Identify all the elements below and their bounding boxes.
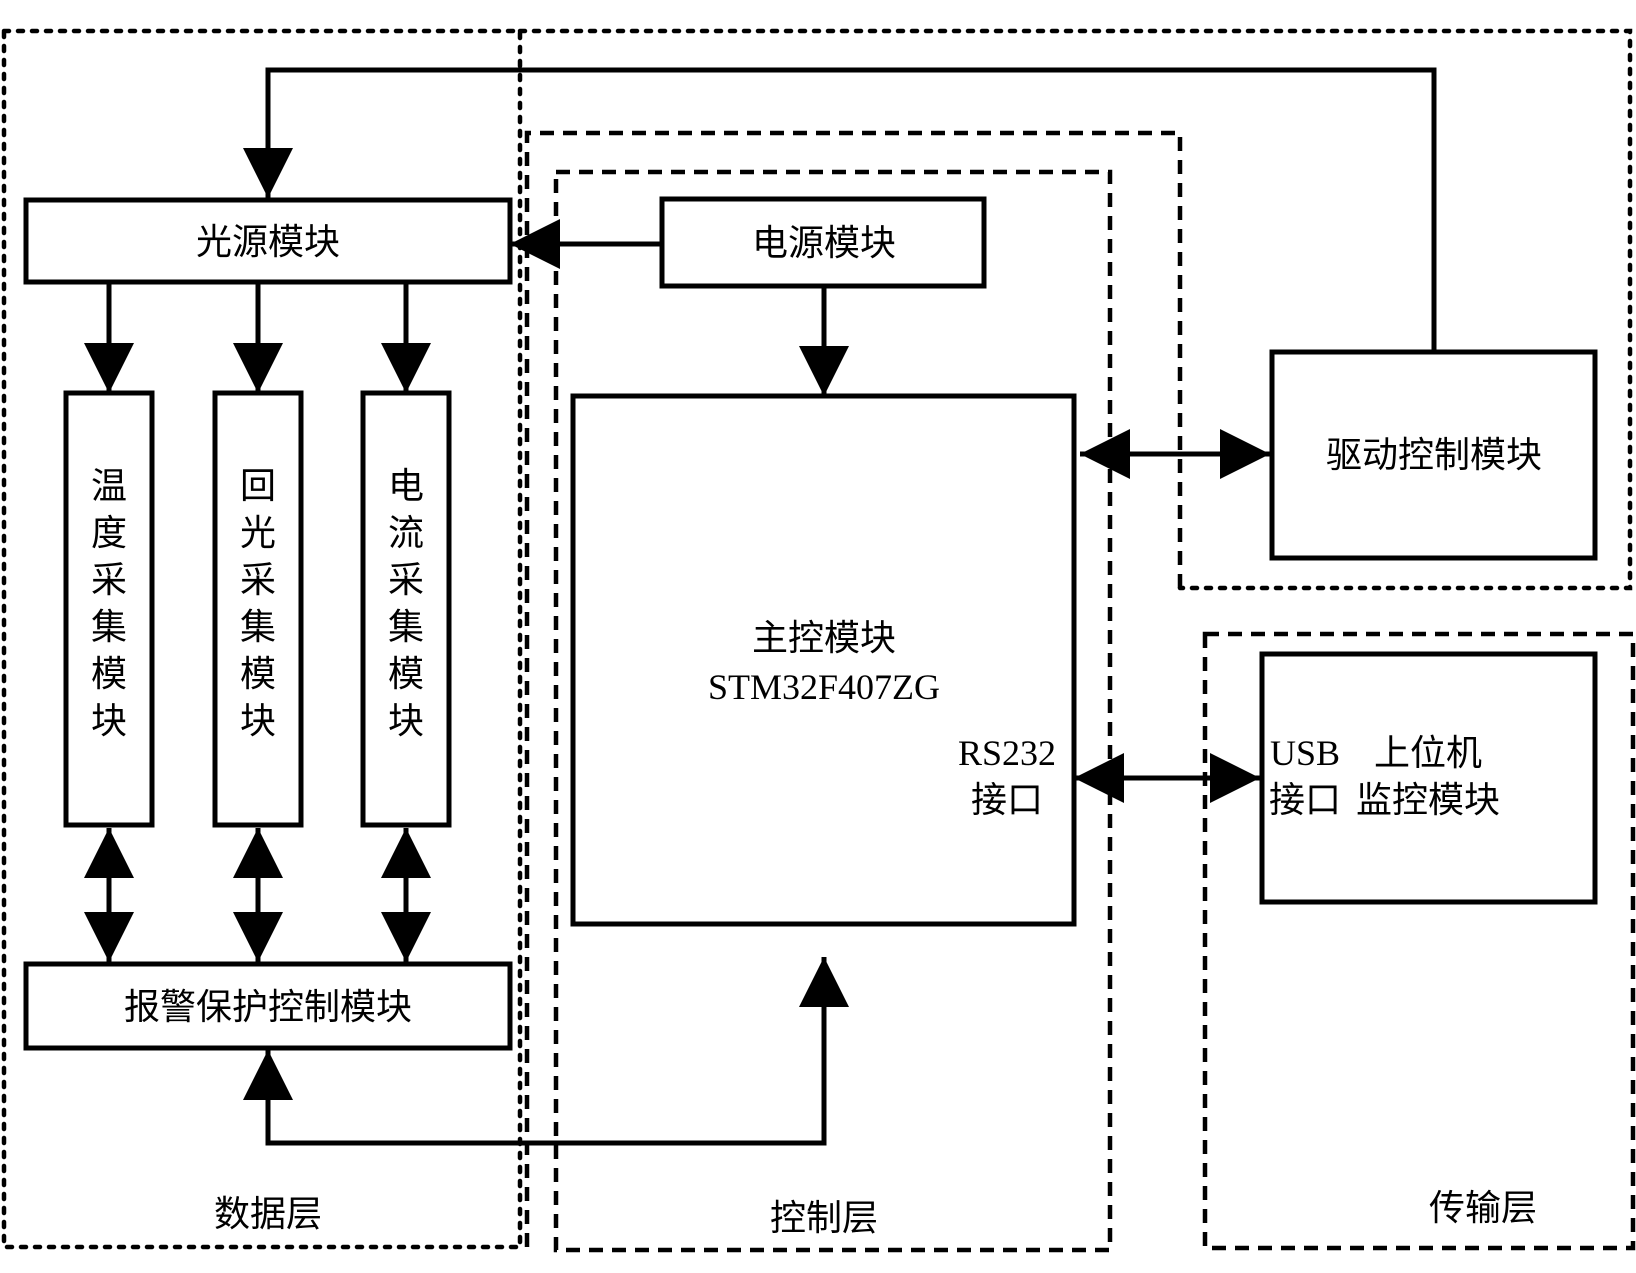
host-label: 上位机 bbox=[1374, 733, 1482, 774]
control-layer-region bbox=[553, 169, 1113, 1253]
data-layer-region bbox=[1, 28, 523, 1250]
drive-control-block: 驱动控制模块 bbox=[1269, 349, 1598, 561]
main-control-label: 主控模块 bbox=[752, 618, 896, 659]
outer-region-boundary bbox=[517, 28, 1633, 591]
backlight-collect-block: 回光采集模块 bbox=[212, 390, 304, 828]
power-label: 电源模块 bbox=[752, 223, 896, 264]
light-source-block: 光源模块 bbox=[23, 197, 513, 285]
temp-collect-block: 温度采集模块 bbox=[63, 390, 155, 828]
transport-layer-region bbox=[1202, 631, 1636, 1251]
drive-control-label: 驱动控制模块 bbox=[1326, 435, 1542, 476]
temp-collect-label: 温度采集模块 bbox=[91, 466, 127, 742]
rs232-label: RS232 bbox=[958, 733, 1056, 773]
alarm-main-bidirectional-wire bbox=[243, 957, 849, 1146]
alarm-protect-label: 报警保护控制模块 bbox=[124, 987, 412, 1028]
main-control-block: 主控模块 STM32F407ZG RS232 接口 bbox=[570, 393, 1077, 927]
host-monitor-block: USB 接口 上位机 监控模块 bbox=[1259, 651, 1598, 905]
control-layer-label: 控制层 bbox=[770, 1198, 878, 1239]
backlight-collect-label: 回光采集模块 bbox=[240, 466, 276, 742]
light-source-label: 光源模块 bbox=[196, 222, 340, 263]
transport-layer-label: 传输层 bbox=[1429, 1188, 1537, 1229]
data-layer-label: 数据层 bbox=[214, 1194, 322, 1235]
current-collect-block: 电流采集模块 bbox=[360, 390, 452, 828]
alarm-protect-block: 报警保护控制模块 bbox=[23, 961, 513, 1051]
usb-interface-label: 接口 bbox=[1269, 780, 1341, 821]
rs232-interface-label: 接口 bbox=[971, 780, 1043, 821]
host-monitor-label: 监控模块 bbox=[1356, 780, 1500, 821]
drive-to-light-source-wire bbox=[243, 67, 1437, 352]
drive-region-boundary bbox=[524, 130, 1183, 1247]
main-control-chip-label: STM32F407ZG bbox=[708, 667, 940, 707]
power-block: 电源模块 bbox=[659, 196, 987, 289]
current-collect-label: 电流采集模块 bbox=[388, 466, 424, 742]
usb-label: USB bbox=[1270, 733, 1340, 773]
